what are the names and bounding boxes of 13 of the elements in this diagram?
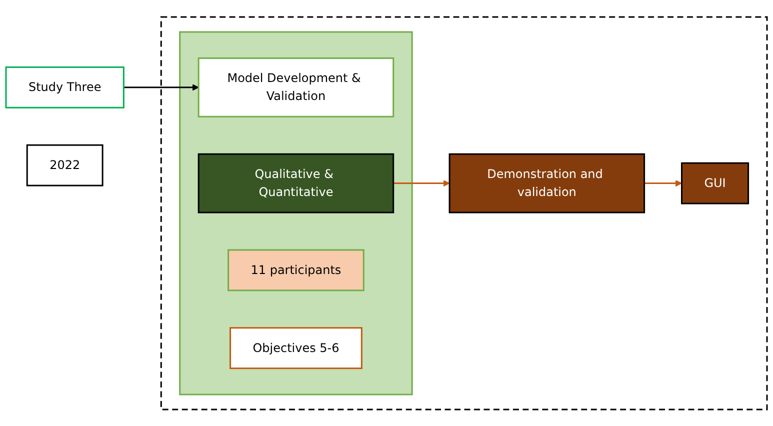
node-box: Qualitative & Quantitative [198, 153, 394, 213]
node-box: Objectives 5-6 [230, 326, 362, 369]
arrow [644, 180, 682, 186]
arrow [124, 84, 199, 90]
node-box: 11 participants [228, 248, 364, 291]
arrow [393, 180, 450, 186]
node-box: Study Three [5, 66, 124, 108]
node-box: Demonstration and validation [448, 153, 646, 213]
cluster [160, 16, 768, 410]
node-box: Model Development & Validation [198, 57, 394, 118]
node-box: GUI [681, 162, 750, 204]
node-box: 2022 [26, 144, 104, 186]
cluster [179, 30, 413, 396]
